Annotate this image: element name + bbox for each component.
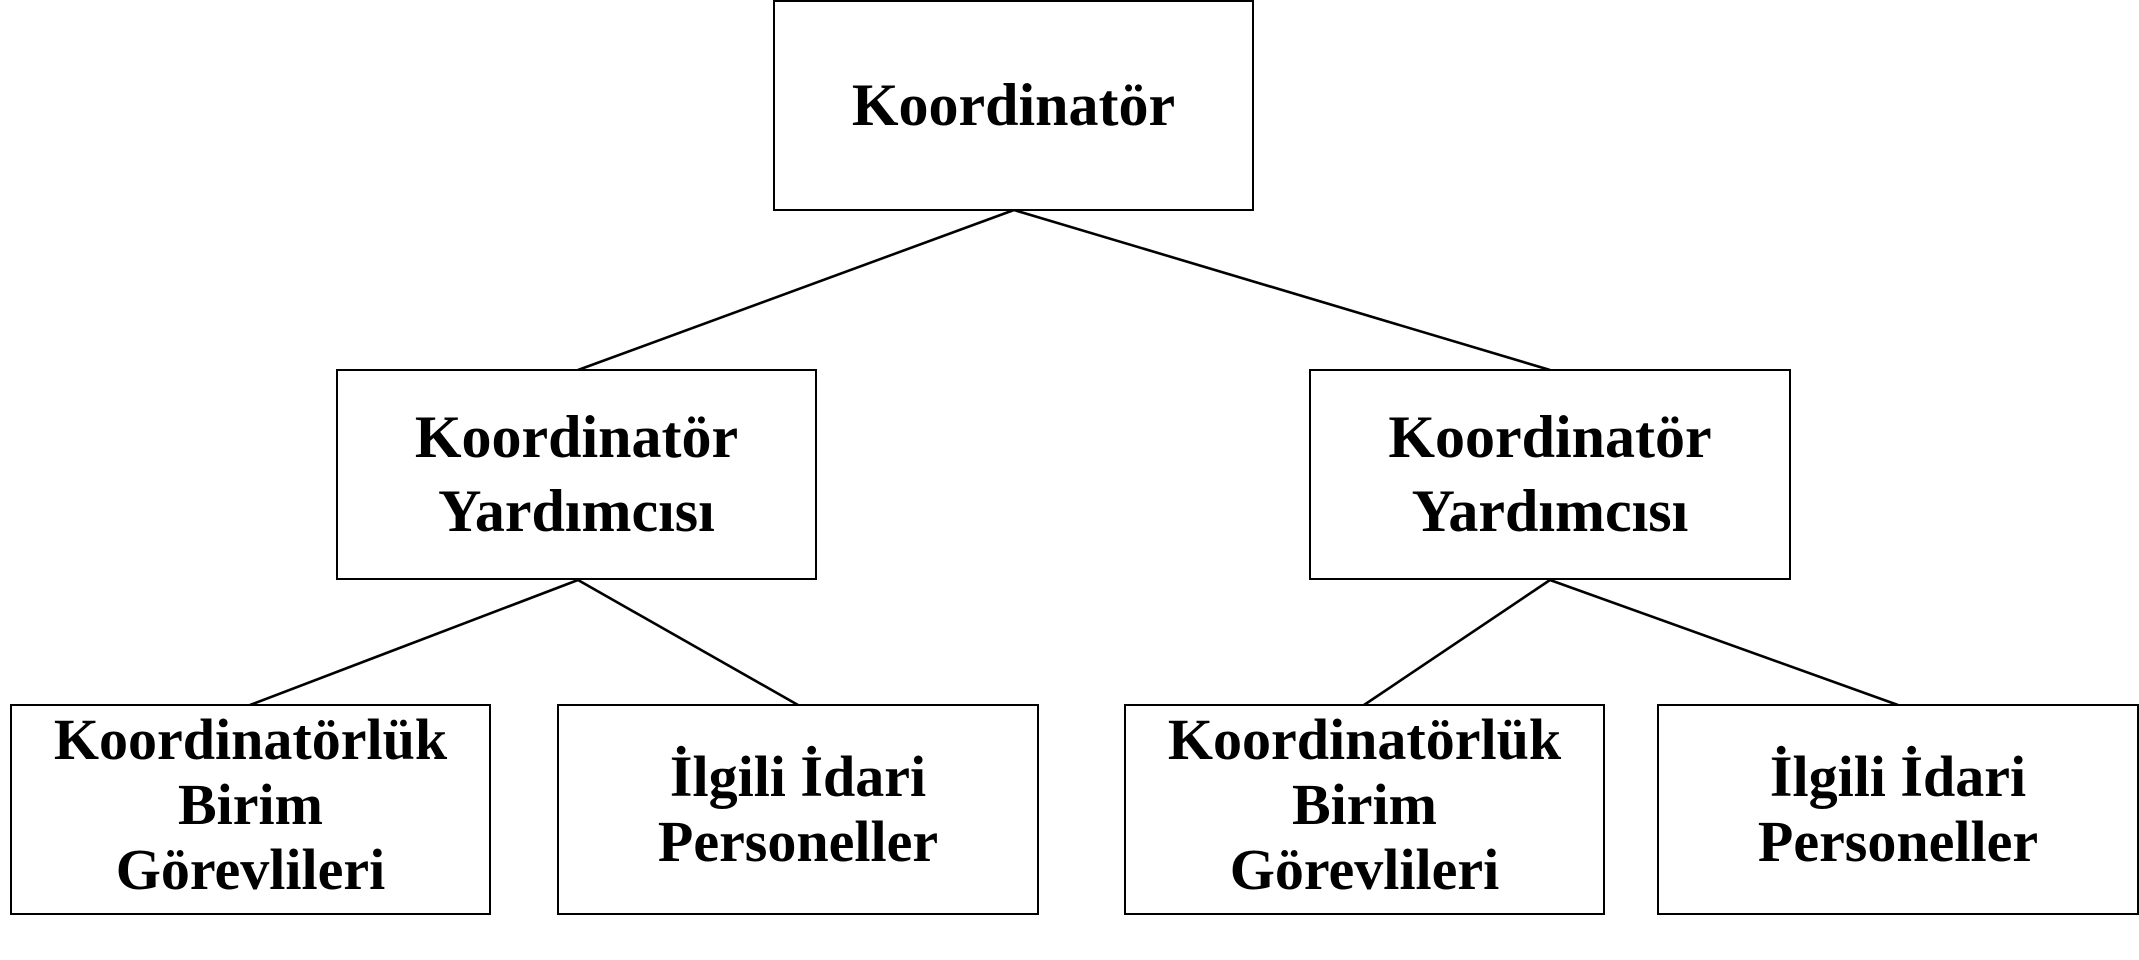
connector-assistant-right-to-unit-staff — [1363, 578, 1551, 707]
unit-staff-left-line-2: Birim — [178, 771, 323, 837]
unit-staff-left-line-1: Koordinatörlük — [53, 707, 448, 772]
connector-root-to-assistant-left — [577, 208, 1015, 372]
assistant-coordinator-left-box: Koordinatör Yardımcısı — [336, 369, 817, 580]
assistant-right-line-2: Yardımcısı — [1411, 477, 1689, 544]
assistant-coordinator-right-box: Koordinatör Yardımcısı — [1309, 369, 1791, 580]
unit-staff-left-line-3: Görevlileri — [115, 836, 386, 902]
admin-staff-right-line-1: İlgili İdari — [1769, 743, 2027, 809]
admin-staff-left-line-1: İlgili İdari — [669, 743, 927, 809]
unit-staff-right-line-2: Birim — [1292, 771, 1437, 837]
unit-staff-right-box: Koordinatörlük Birim Görevlileri — [1124, 704, 1605, 915]
connector-assistant-right-to-admin-staff — [1549, 578, 1899, 707]
unit-staff-right-line-1: Koordinatörlük — [1167, 707, 1562, 772]
assistant-left-line-2: Yardımcısı — [438, 477, 715, 544]
unit-staff-left-box: Koordinatörlük Birim Görevlileri — [10, 704, 491, 915]
unit-staff-right-line-3: Görevlileri — [1229, 836, 1500, 902]
coordinator-box: Koordinatör — [773, 0, 1254, 211]
admin-staff-left-box: İlgili İdari Personeller — [557, 704, 1039, 915]
connector-assistant-left-to-admin-staff — [577, 578, 799, 707]
connector-assistant-left-to-unit-staff — [249, 578, 579, 707]
connector-root-to-assistant-right — [1013, 208, 1551, 372]
assistant-left-line-1: Koordinatör — [414, 404, 739, 471]
admin-staff-right-line-2: Personeller — [1757, 808, 2039, 874]
coordinator-title: Koordinatör — [851, 71, 1176, 138]
admin-staff-left-line-2: Personeller — [657, 808, 939, 874]
assistant-right-line-1: Koordinatör — [1388, 404, 1712, 471]
admin-staff-right-box: İlgili İdari Personeller — [1657, 704, 2139, 915]
